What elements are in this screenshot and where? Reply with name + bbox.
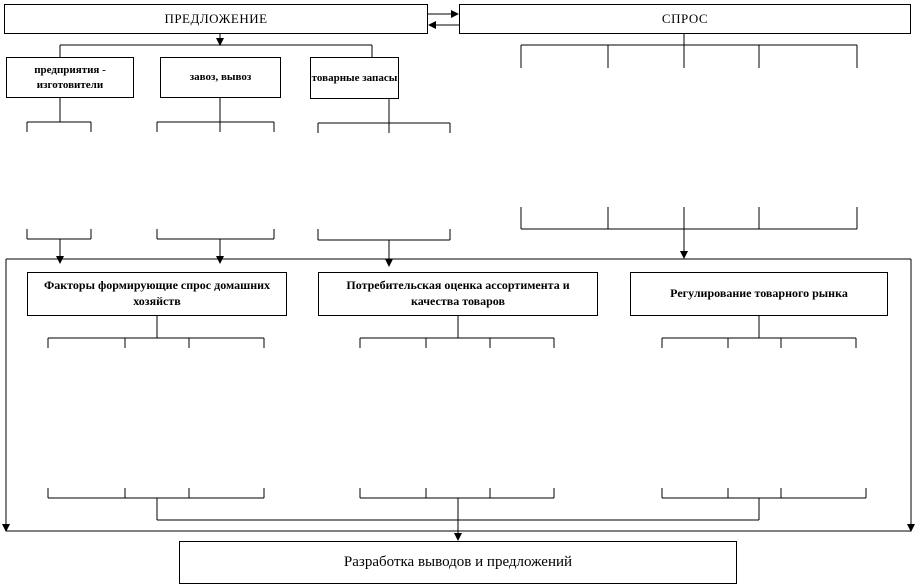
market-regulation-box: Регулирование товарного рынка <box>630 272 888 316</box>
offer-label: ПРЕДЛОЖЕНИЕ <box>164 10 268 26</box>
producers-label: предприятия - изготовители <box>34 64 106 91</box>
demand-label: СПРОС <box>661 10 709 26</box>
offer-box: ПРЕДЛОЖЕНИЕ <box>4 4 428 34</box>
conclusions-box: Разработка выводов и предложений <box>179 541 737 584</box>
consumer-assessment-label: Потребительская оценка ассортимента и ка… <box>346 278 570 308</box>
import-export-label: завоз, вывоз <box>189 71 252 84</box>
factors-label: Факторы формирующие спрос домашних хозяй… <box>43 278 271 308</box>
stock-box: товарные запасы <box>310 57 399 99</box>
factors-box: Факторы формирующие спрос домашних хозяй… <box>27 272 287 316</box>
import-export-box: завоз, вывоз <box>160 57 281 98</box>
conclusions-label: Разработка выводов и предложений <box>343 553 573 570</box>
consumer-assessment-box: Потребительская оценка ассортимента и ка… <box>318 272 598 316</box>
market-regulation-label: Регулирование товарного рынка <box>670 286 848 301</box>
producers-box: предприятия - изготовители <box>6 57 134 98</box>
stock-label: товарные запасы <box>311 71 398 84</box>
demand-box: СПРОС <box>459 4 911 34</box>
